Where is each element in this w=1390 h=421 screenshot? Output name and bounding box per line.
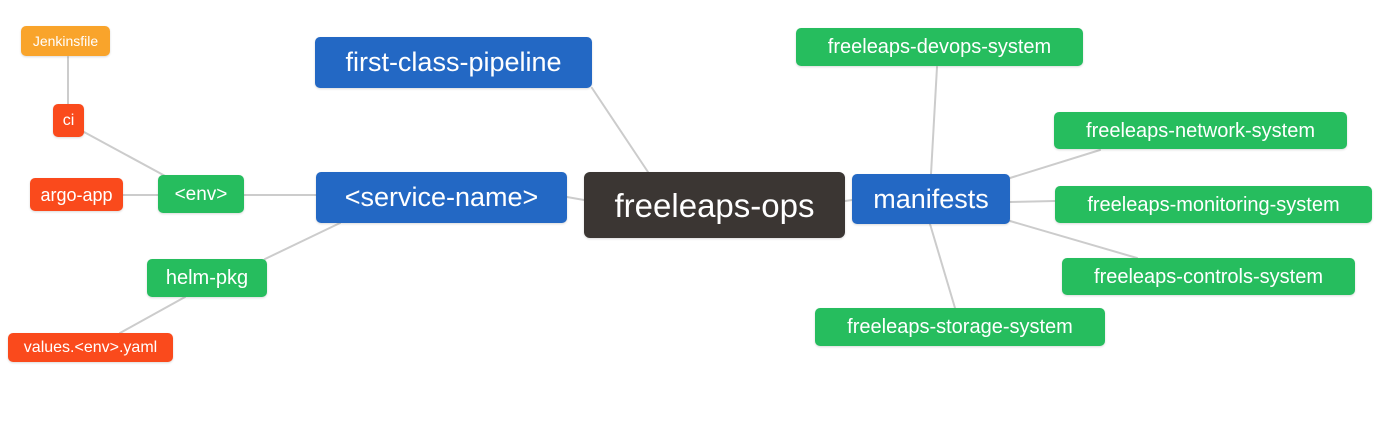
node-freeleaps-network-system[interactable]: freeleaps-network-system [1054,112,1347,149]
edge-ci-env [83,131,168,178]
edge-ops-manifests [844,199,853,202]
node-jenkinsfile[interactable]: Jenkinsfile [21,26,110,56]
node-service-name[interactable]: <service-name> [316,172,567,223]
node-first-class-pipeline[interactable]: first-class-pipeline [315,37,592,88]
node-argo-app[interactable]: argo-app [30,178,123,211]
edge-manifests-storage [929,223,956,309]
node-freeleaps-devops-system[interactable]: freeleaps-devops-system [796,28,1083,66]
edge-manifests-controls [1009,220,1138,259]
edge-manifests-monitoring [1009,200,1056,203]
node-freeleaps-ops[interactable]: freeleaps-ops [584,172,845,238]
node-env[interactable]: <env> [158,175,244,213]
node-freeleaps-storage-system[interactable]: freeleaps-storage-system [815,308,1105,346]
node-freeleaps-monitoring-system[interactable]: freeleaps-monitoring-system [1055,186,1372,223]
edge-values-helm-pkg [119,296,186,334]
node-ci[interactable]: ci [53,104,84,137]
node-values-env-yaml[interactable]: values.<env>.yaml [8,333,173,362]
edge-manifests-devops [930,66,938,175]
node-manifests[interactable]: manifests [852,174,1010,224]
edge-manifests-network [1009,149,1101,179]
edge-pipeline-ops [591,87,649,173]
node-freeleaps-controls-system[interactable]: freeleaps-controls-system [1062,258,1355,295]
edge-helm-pkg-service-name [264,222,341,260]
node-helm-pkg[interactable]: helm-pkg [147,259,267,297]
edge-service-name-ops [566,196,585,201]
